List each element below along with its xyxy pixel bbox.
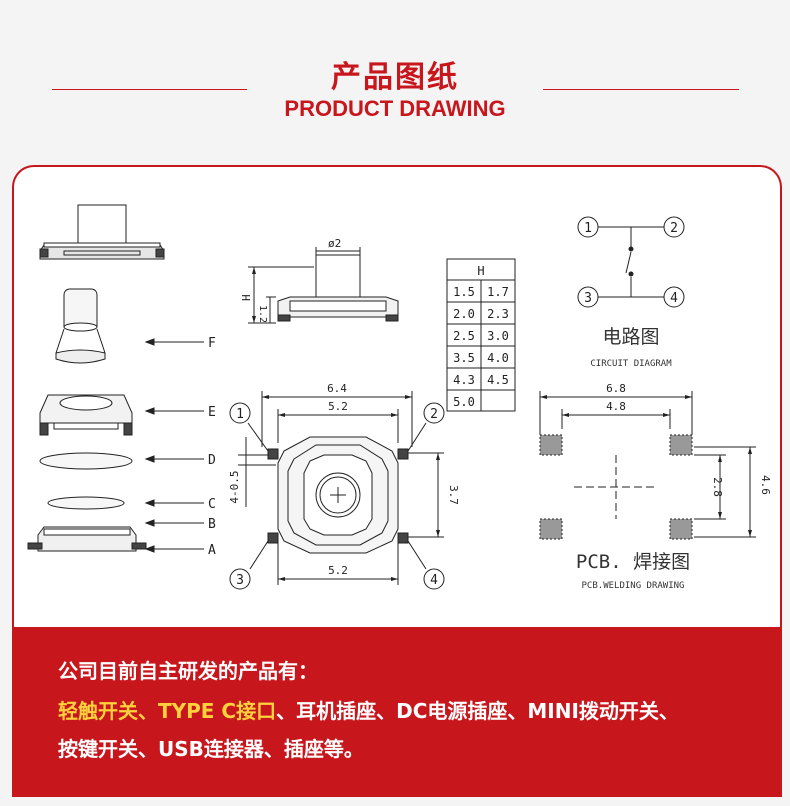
- h-table-cell: 1.7: [487, 285, 509, 299]
- dim-4-8: 4.8: [606, 400, 626, 413]
- page-subtitle: PRODUCT DRAWING: [284, 96, 506, 121]
- h-table-cell: 2.3: [487, 307, 509, 321]
- label-b: B: [208, 517, 216, 532]
- circuit-pin-2: 2: [670, 221, 678, 236]
- dim-1-2: 1.2: [257, 305, 268, 323]
- circuit-pin-4: 4: [670, 291, 678, 306]
- dim-h: H: [240, 294, 253, 301]
- circuit-title: 电路图: [602, 326, 659, 348]
- dim-5-2-top: 5.2: [328, 400, 348, 413]
- top-pin-1: 1: [236, 407, 244, 422]
- label-f: F: [208, 336, 216, 351]
- h-table-cell: 2.0: [453, 307, 475, 321]
- h-table-cell: 3.5: [453, 351, 475, 365]
- label-d: D: [208, 453, 216, 468]
- pcb-drawing: [539, 391, 756, 540]
- footer-highlight-tact: 轻触开关、: [58, 699, 158, 723]
- h-table-cell: 3.0: [487, 329, 509, 343]
- top-pin-3: 3: [236, 573, 244, 588]
- h-table-cell: 4.5: [487, 373, 509, 387]
- h-table-cell: 4.3: [453, 373, 475, 387]
- title-rule-right: [543, 89, 739, 90]
- assembled-side-icon: [39, 204, 165, 260]
- footer-products-line-1: 轻触开关、TYPE C接口、耳机插座、DC电源插座、MINI拨动开关、: [58, 695, 679, 724]
- top-pin-4: 4: [430, 573, 438, 588]
- circuit-pin-1: 1: [584, 221, 592, 236]
- header: 产品图纸 PRODUCT DRAWING: [0, 0, 790, 165]
- dim-4-6: 4.6: [759, 475, 772, 495]
- circuit-diagram: [598, 226, 664, 298]
- footer-heading: 公司目前自主研发的产品有：: [58, 659, 318, 683]
- side-view-drawing: [248, 247, 399, 324]
- product-drawing: F E D C B A ø2 H 1.2 H 1.5 1.7 2.0 2.3 2…: [27, 204, 772, 591]
- label-e: E: [208, 405, 216, 420]
- footer-products-line-2: 按键开关、USB连接器、插座等。: [58, 737, 364, 761]
- dim-2-8: 2.8: [711, 477, 724, 497]
- part-a-base-icon: [27, 526, 147, 552]
- h-table-grid: [446, 258, 516, 412]
- h-table-cell: 2.5: [453, 329, 475, 343]
- pcb-subtitle: PCB.WELDING DRAWING: [582, 581, 685, 591]
- part-f-stem-icon: [55, 288, 106, 364]
- part-e-cover-icon: [39, 394, 133, 436]
- h-table-cell: 4.0: [487, 351, 509, 365]
- top-pin-2: 2: [430, 407, 438, 422]
- part-d-dome-icon: [39, 452, 133, 470]
- drawing-panel: F E D C B A ø2 H 1.2 H 1.5 1.7 2.0 2.3 2…: [12, 165, 782, 797]
- dim-3-7: 3.7: [447, 485, 460, 505]
- circuit-pin-3: 3: [584, 291, 592, 306]
- dim-6-4: 6.4: [327, 382, 347, 395]
- footer-highlight-typec: TYPE C接口: [158, 699, 277, 723]
- circuit-subtitle: CIRCUIT DIAGRAM: [590, 359, 672, 369]
- label-c: C: [208, 497, 216, 512]
- part-c-disk-icon: [47, 496, 125, 510]
- title-rule-left: [52, 89, 247, 90]
- h-table-cell: 1.5: [453, 285, 475, 299]
- h-table-cell: 5.0: [453, 395, 475, 409]
- dim-6-8: 6.8: [606, 382, 626, 395]
- dim-4-0-5: 4-0.5: [228, 470, 241, 503]
- product-info-footer: 公司目前自主研发的产品有： 轻触开关、TYPE C接口、耳机插座、DC电源插座、…: [14, 627, 780, 797]
- footer-products-rest: 、耳机插座、DC电源插座、MINI拨动开关、: [276, 699, 679, 723]
- page-title: 产品图纸: [331, 60, 459, 95]
- pcb-title: PCB. 焊接图: [576, 551, 690, 573]
- dim-5-2-bottom: 5.2: [328, 564, 348, 577]
- h-table-header: H: [477, 264, 484, 278]
- dim-diameter: ø2: [328, 237, 341, 250]
- top-view-drawing: [238, 391, 444, 585]
- label-a: A: [208, 543, 216, 558]
